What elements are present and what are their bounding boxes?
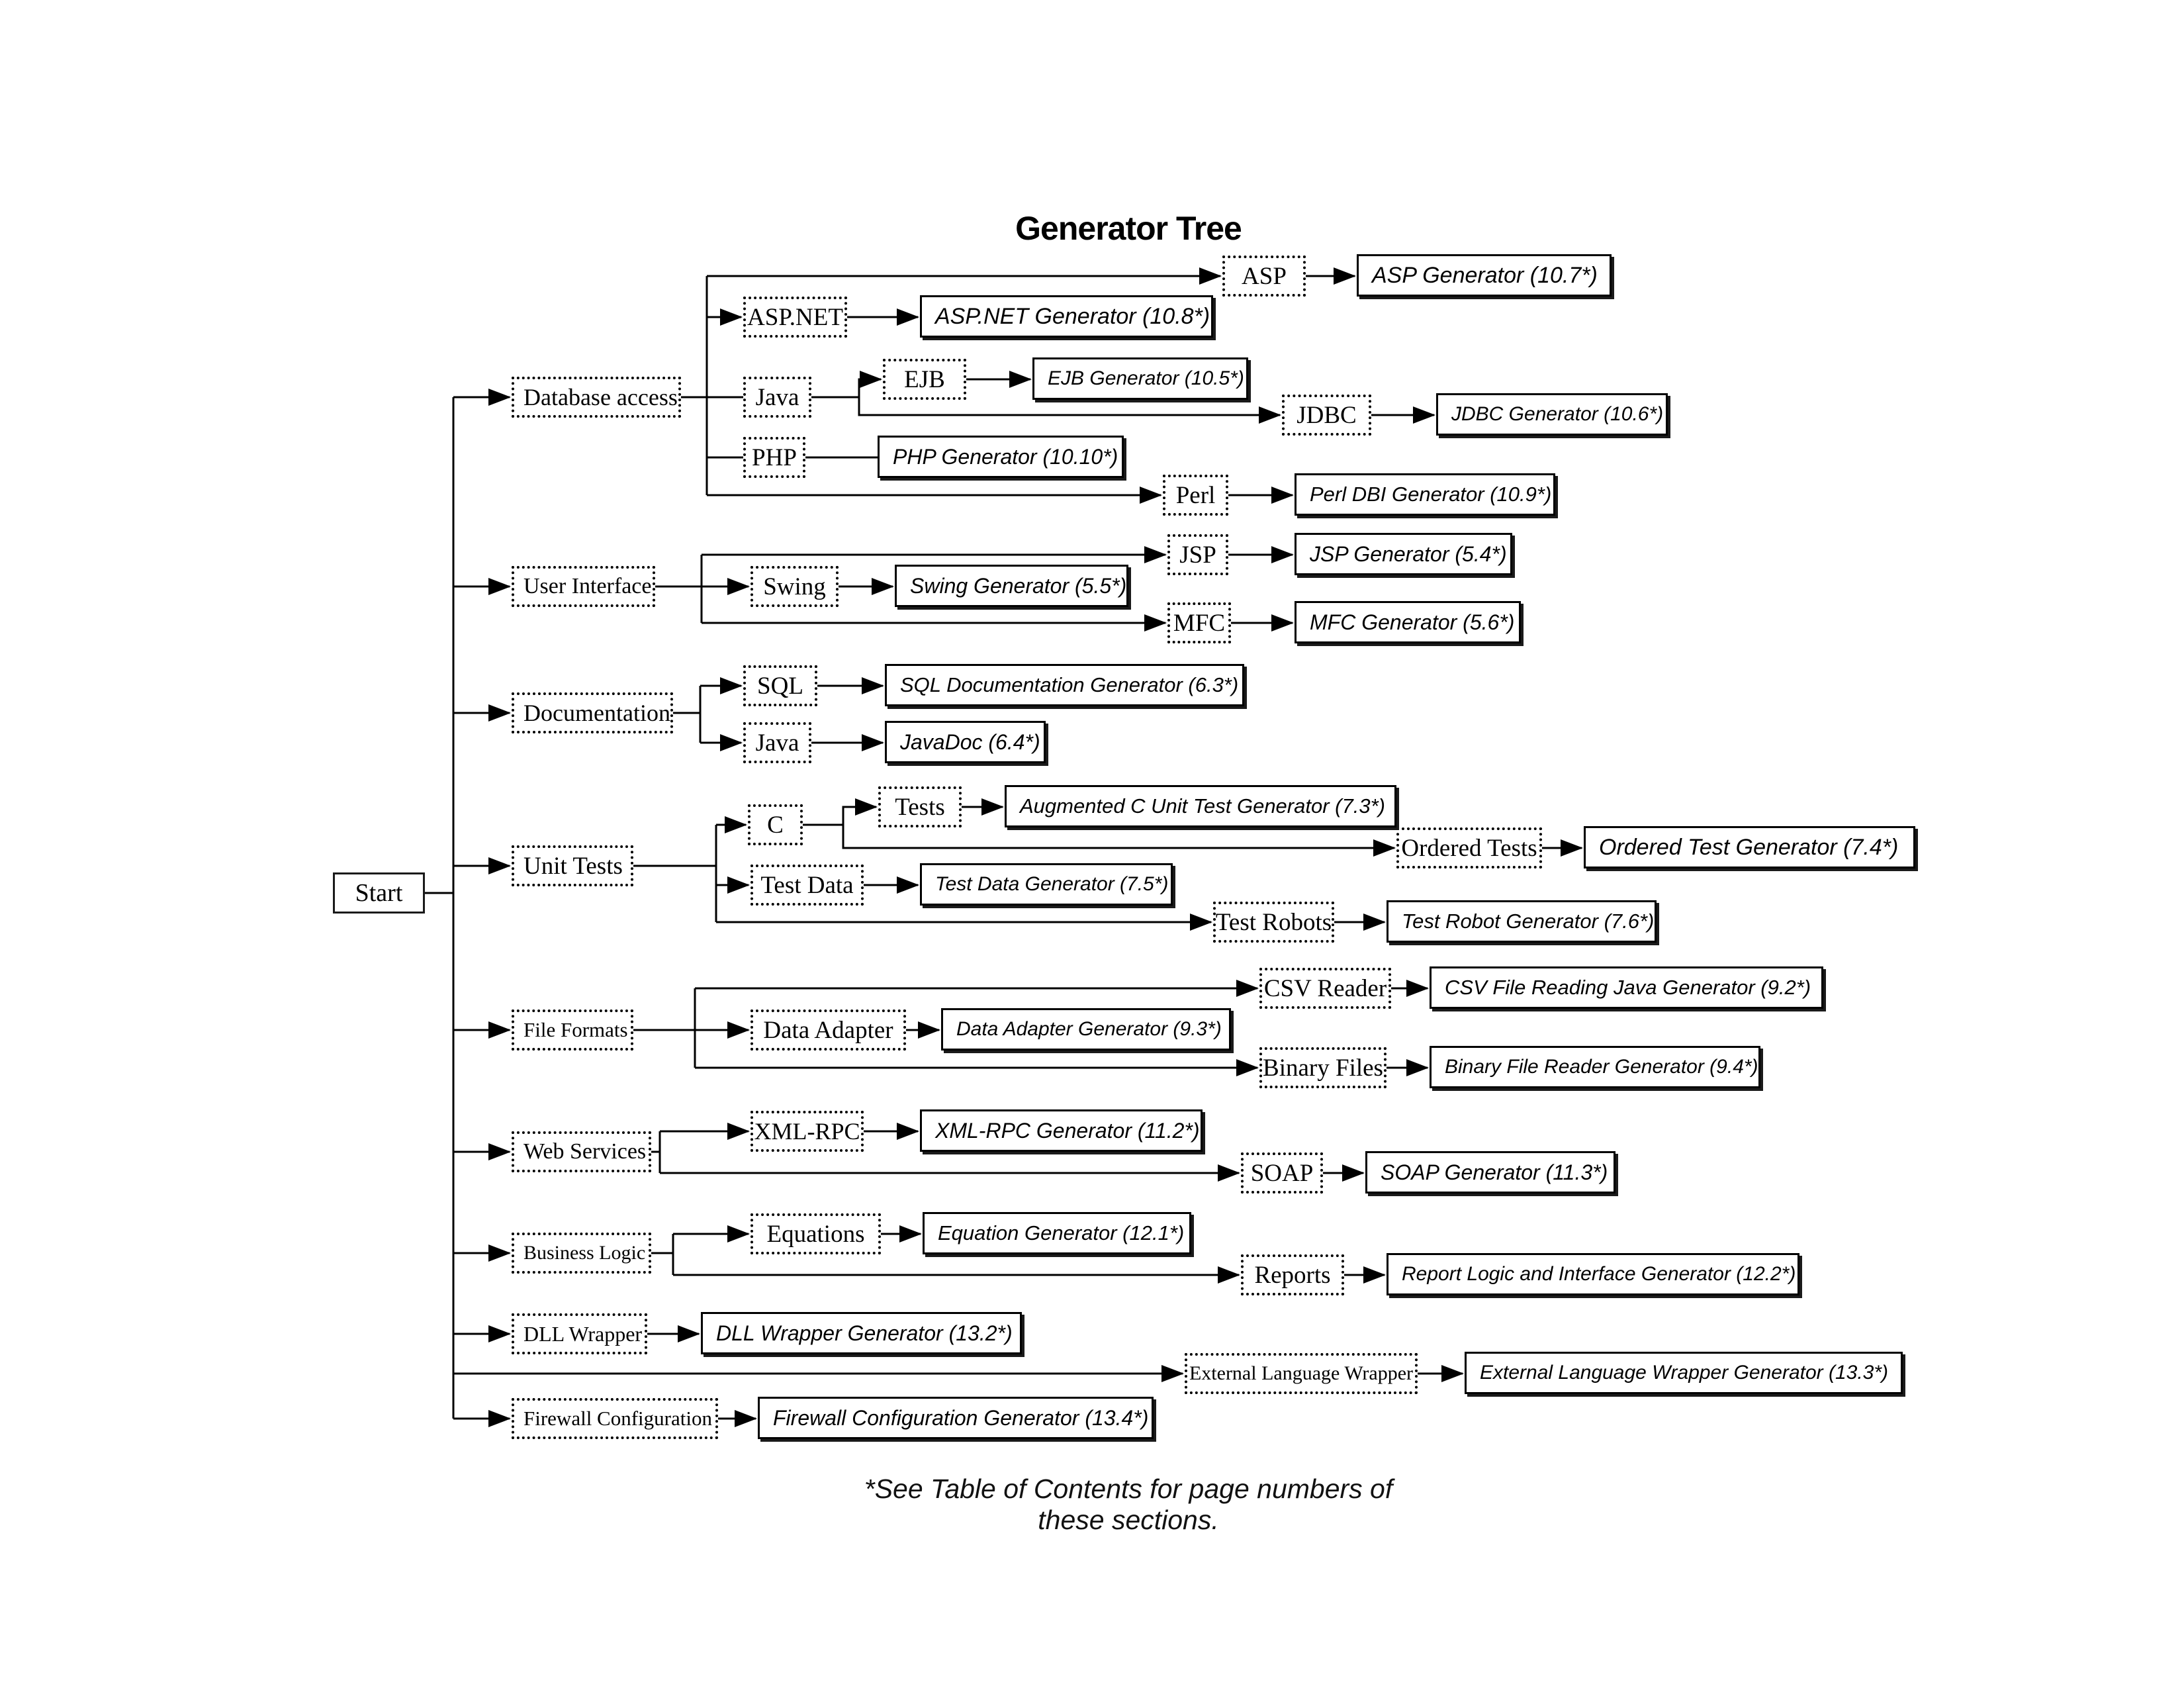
node-user-interface: User Interface [512, 566, 655, 607]
node-unit-tests: Unit Tests [512, 845, 633, 886]
node-java-doc: Java [743, 722, 811, 763]
node-sql: SQL [743, 665, 817, 706]
node-database-access: Database access [512, 377, 681, 418]
node-firewall-configuration: Firewall Configuration [512, 1398, 718, 1439]
generator-external-language-wrapper: External Language Wrapper Generator (13.… [1465, 1352, 1903, 1394]
generator-report-logic-and-interface: Report Logic and Interface Generator (12… [1387, 1253, 1799, 1295]
generator-aspnet: ASP.NET Generator (10.8*) [920, 295, 1213, 338]
node-business-logic: Business Logic [512, 1233, 651, 1274]
generator-soap: SOAP Generator (11.3*) [1365, 1151, 1615, 1194]
generator-binary-file-reader: Binary File Reader Generator (9.4*) [1430, 1046, 1760, 1088]
generator-data-adapter: Data Adapter Generator (9.3*) [941, 1008, 1231, 1051]
node-perl: Perl [1163, 475, 1228, 516]
generator-asp: ASP Generator (10.7*) [1357, 254, 1612, 297]
generator-mfc: MFC Generator (5.6*) [1295, 601, 1521, 643]
node-jdbc: JDBC [1282, 395, 1371, 436]
node-c: C [748, 804, 803, 845]
node-jsp: JSP [1167, 534, 1228, 575]
node-web-services: Web Services [512, 1131, 651, 1172]
diagram-title: Generator Tree [1015, 210, 1242, 247]
node-file-formats: File Formats [512, 1009, 633, 1051]
generator-equation: Equation Generator (12.1*) [923, 1212, 1191, 1254]
node-reports: Reports [1241, 1254, 1344, 1295]
footnote: *See Table of Contents for page numbers … [864, 1474, 1393, 1535]
node-asp: ASP [1222, 256, 1306, 297]
node-documentation: Documentation [512, 692, 673, 733]
node-binary-files: Binary Files [1259, 1047, 1387, 1088]
node-equations: Equations [751, 1213, 881, 1254]
generator-xml-rpc: XML-RPC Generator (11.2*) [920, 1109, 1203, 1152]
node-data-adapter: Data Adapter [751, 1009, 906, 1051]
generator-ejb: EJB Generator (10.5*) [1032, 357, 1248, 400]
generator-firewall-configuration: Firewall Configuration Generator (13.4*) [758, 1397, 1154, 1439]
generator-jdbc: JDBC Generator (10.6*) [1436, 393, 1668, 436]
node-xml-rpc: XML-RPC [751, 1111, 864, 1152]
node-aspnet: ASP.NET [743, 297, 847, 338]
node-ordered-tests: Ordered Tests [1396, 827, 1542, 868]
generator-csv-file-reading: CSV File Reading Java Generator (9.2*) [1430, 966, 1823, 1009]
generator-jsp: JSP Generator (5.4*) [1295, 533, 1512, 575]
node-ejb: EJB [883, 359, 966, 400]
node-test-data: Test Data [751, 865, 864, 906]
node-java-db: Java [743, 377, 811, 418]
generator-swing: Swing Generator (5.5*) [895, 565, 1128, 607]
generator-test-robot: Test Robot Generator (7.6*) [1387, 900, 1657, 943]
generator-augmented-c-unit-test: Augmented C Unit Test Generator (7.3*) [1005, 785, 1396, 827]
node-external-language-wrapper: External Language Wrapper [1185, 1353, 1418, 1394]
generator-perl-dbi: Perl DBI Generator (10.9*) [1295, 473, 1555, 516]
generator-php: PHP Generator (10.10*) [878, 436, 1124, 478]
node-soap: SOAP [1241, 1152, 1323, 1194]
node-swing: Swing [751, 566, 839, 607]
generator-test-data: Test Data Generator (7.5*) [920, 863, 1173, 906]
node-test-robots: Test Robots [1213, 902, 1334, 943]
node-mfc: MFC [1167, 602, 1231, 643]
node-php: PHP [743, 437, 805, 478]
node-tests: Tests [878, 786, 962, 827]
node-dll-wrapper: DLL Wrapper [512, 1313, 647, 1354]
node-csv-reader: CSV Reader [1259, 968, 1391, 1009]
generator-javadoc: JavaDoc (6.4*) [885, 721, 1046, 763]
node-start: Start [333, 872, 425, 914]
generator-dll-wrapper: DLL Wrapper Generator (13.2*) [701, 1312, 1022, 1354]
generator-sql-documentation: SQL Documentation Generator (6.3*) [885, 664, 1244, 706]
generator-ordered-test: Ordered Test Generator (7.4*) [1584, 826, 1915, 868]
